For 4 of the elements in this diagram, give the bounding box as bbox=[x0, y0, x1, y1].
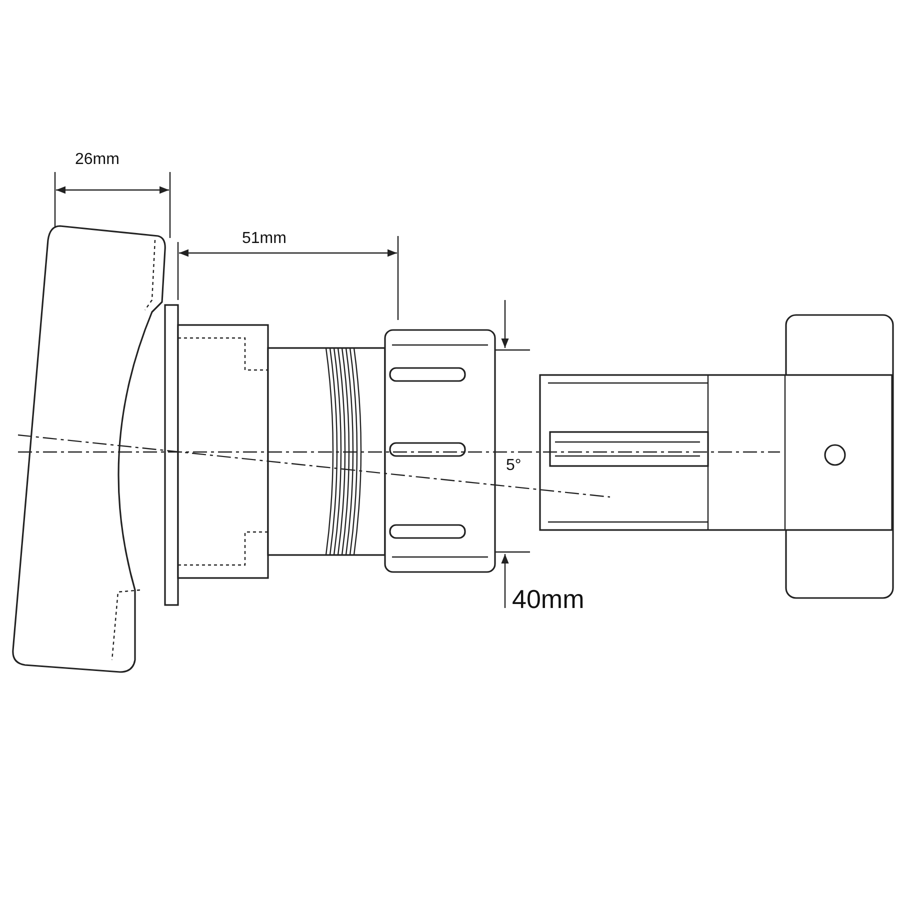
dimension-label: 40mm bbox=[512, 586, 584, 612]
dimension-label: 26mm bbox=[75, 152, 120, 168]
dimension-label: 5° bbox=[506, 458, 522, 474]
dimension-label: 51mm bbox=[242, 231, 286, 247]
